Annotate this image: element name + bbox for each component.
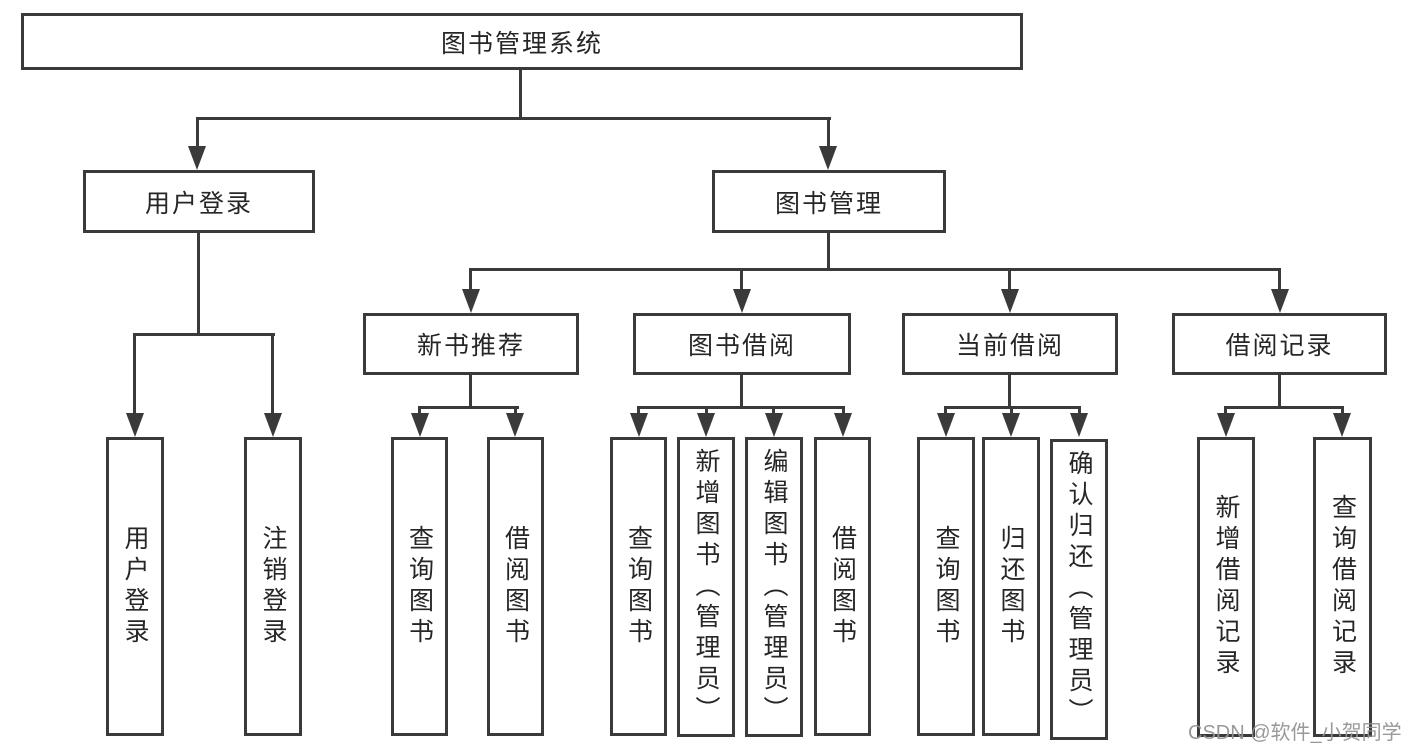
leaf-cb-query-books: 查询图书 <box>917 437 975 736</box>
edge-drop-br-query <box>1341 406 1344 415</box>
node-borrowing-records: 借阅记录 <box>1172 313 1387 375</box>
edge-drop-cb-query <box>944 406 947 415</box>
edge-drop-cb-return <box>1010 406 1013 415</box>
edge-drop-bb-add <box>705 406 708 415</box>
node-book-management: 图书管理 <box>712 170 946 233</box>
edge-drop-nb-borrow <box>514 406 517 415</box>
leaf-br-add-borrow-record-label: 新增借阅记录 <box>1212 494 1240 680</box>
arrowhead-cb-return-icon <box>1002 413 1020 437</box>
edge-drop-leaf-logout-icon <box>271 333 274 413</box>
leaf-logout-login: 注销登录 <box>244 437 302 736</box>
arrowhead-book-borrowing-icon <box>733 289 751 313</box>
leaf-br-query-borrow-record-label: 查询借阅记录 <box>1328 494 1357 680</box>
arrowhead-leaf-user-login-icon <box>126 413 144 437</box>
leaf-bb-query-books-label: 查询图书 <box>624 524 653 649</box>
node-book-borrowing: 图书借阅 <box>633 313 851 375</box>
edge-book-management-stem <box>827 233 830 270</box>
arrowhead-bb-add-icon <box>697 413 715 437</box>
leaf-bb-add-books-admin: 新增图书（管理员） <box>677 437 735 737</box>
leaf-cb-confirm-return-admin: 确认归还（管理员） <box>1050 439 1108 740</box>
arrowhead-current-borrowing-icon <box>1001 289 1019 313</box>
leaf-bb-borrow-books: 借阅图书 <box>814 437 871 736</box>
leaf-bb-borrow-books-label: 借阅图书 <box>828 524 857 649</box>
edge-root-stem <box>519 70 522 118</box>
arrowhead-cb-confirm-icon <box>1070 413 1088 437</box>
edge-drop-book-management <box>827 117 830 148</box>
leaf-cb-query-books-label: 查询图书 <box>932 524 960 649</box>
leaf-cb-return-books-label: 归还图书 <box>997 524 1025 649</box>
arrowhead-br-add-icon <box>1217 413 1235 437</box>
arrowhead-bb-borrow-icon <box>834 413 852 437</box>
edge-book-borrowing-stem <box>740 375 743 409</box>
edge-drop-borrowing-records <box>1278 268 1281 289</box>
edge-drop-bb-query <box>637 406 640 415</box>
edge-current-borrowing-stem <box>1008 375 1011 409</box>
arrowhead-user-login-icon <box>188 146 206 170</box>
edge-book-management-crossbar <box>469 268 1281 271</box>
edge-borrowing-records-crossbar <box>1224 406 1344 409</box>
arrowhead-nb-borrow-icon <box>506 413 524 437</box>
leaf-nb-borrow-books-label: 借阅图书 <box>501 524 530 649</box>
leaf-cb-confirm-return-admin-label: 确认归还（管理员） <box>1065 450 1093 729</box>
leaf-nb-borrow-books: 借阅图书 <box>487 437 544 736</box>
edge-root-crossbar <box>196 117 831 120</box>
edge-user-login-crossbar <box>133 333 275 336</box>
leaf-br-query-borrow-record: 查询借阅记录 <box>1313 437 1372 737</box>
leaf-bb-edit-books-admin: 编辑图书（管理员） <box>745 437 803 737</box>
edge-drop-new-book <box>469 268 472 289</box>
node-new-book-recommendation: 新书推荐 <box>363 313 579 375</box>
leaf-bb-edit-books-admin-label: 编辑图书（管理员） <box>760 447 788 727</box>
edge-drop-user-login <box>196 117 199 148</box>
arrowhead-bb-query-icon <box>630 413 648 437</box>
arrowhead-book-management-icon <box>819 146 837 170</box>
edge-drop-bb-edit <box>772 406 775 415</box>
edge-drop-cb-confirm <box>1078 406 1081 415</box>
leaf-user-login: 用户登录 <box>106 437 164 736</box>
leaf-nb-query-books-label: 查询图书 <box>405 524 434 649</box>
edge-drop-nb-query <box>418 406 421 415</box>
leaf-logout-login-label: 注销登录 <box>259 524 287 649</box>
arrowhead-new-book-icon <box>462 289 480 313</box>
arrowhead-nb-query-icon <box>411 413 429 437</box>
arrowhead-bb-edit-icon <box>765 413 783 437</box>
leaf-bb-add-books-admin-label: 新增图书（管理员） <box>692 447 720 727</box>
csdn-watermark: CSDN @软件_小贺同学 <box>1188 722 1402 744</box>
node-current-borrowing: 当前借阅 <box>902 313 1118 375</box>
leaf-bb-query-books: 查询图书 <box>610 437 667 736</box>
arrowhead-cb-query-icon <box>937 413 955 437</box>
edge-drop-leaf-user-login <box>133 333 136 413</box>
edge-borrowing-records-stem <box>1278 375 1281 409</box>
arrowhead-br-query-icon <box>1333 413 1351 437</box>
leaf-user-login-label: 用户登录 <box>121 524 149 649</box>
edge-drop-book-borrowing <box>740 268 743 289</box>
edge-book-borrowing-crossbar <box>637 406 845 409</box>
leaf-br-add-borrow-record: 新增借阅记录 <box>1197 437 1255 737</box>
edge-new-book-crossbar <box>418 406 519 409</box>
node-user-login: 用户登录 <box>83 170 315 233</box>
edge-drop-bb-borrow <box>842 406 845 415</box>
edge-drop-current-borrowing <box>1008 268 1011 289</box>
node-library-system: 图书管理系统 <box>21 13 1023 70</box>
edge-user-login-stem <box>197 233 200 336</box>
edge-new-book-stem <box>469 375 472 409</box>
arrowhead-leaf-logout-icon <box>264 413 282 437</box>
leaf-cb-return-books: 归还图书 <box>982 437 1040 736</box>
edge-drop-br-add <box>1224 406 1227 415</box>
arrowhead-borrowing-records-icon <box>1271 289 1289 313</box>
leaf-nb-query-books: 查询图书 <box>391 437 448 736</box>
